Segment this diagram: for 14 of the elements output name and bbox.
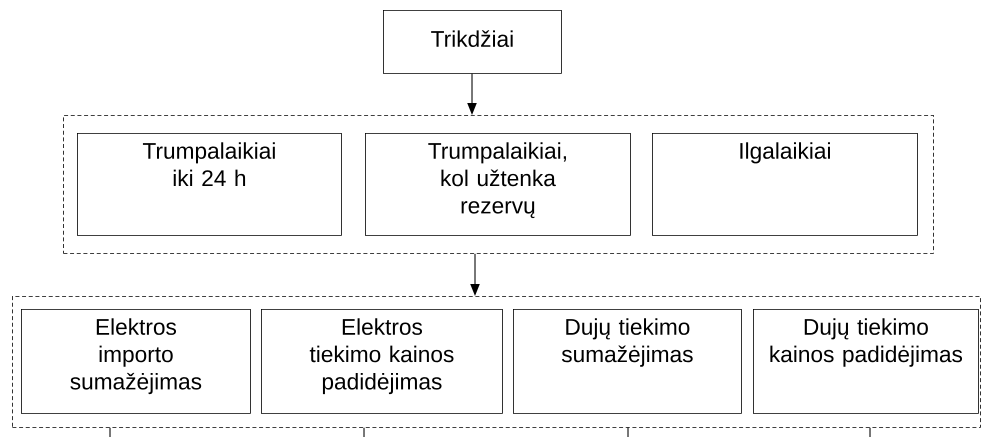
process-box: Elektros tiekimo kainos padidėjimas <box>261 309 503 414</box>
process-box: Trumpalaikiai, kol užtenka rezervų <box>365 133 631 236</box>
dashed-frame <box>12 296 981 428</box>
process-box: Dujų tiekimo sumažėjimas <box>513 309 742 414</box>
connector-line <box>627 428 629 437</box>
process-box: Trumpalaikiai iki 24 h <box>77 133 342 236</box>
process-box: Dujų tiekimo kainos padidėjimas <box>753 309 979 414</box>
process-box: Ilgalaikiai <box>652 133 918 236</box>
connector-line <box>869 428 871 437</box>
process-box: Elektros importo sumažėjimas <box>21 309 251 414</box>
connector-line <box>363 428 365 437</box>
dashed-frame <box>63 115 934 254</box>
connector-line <box>109 428 111 437</box>
process-box: Trikdžiai <box>383 10 562 74</box>
